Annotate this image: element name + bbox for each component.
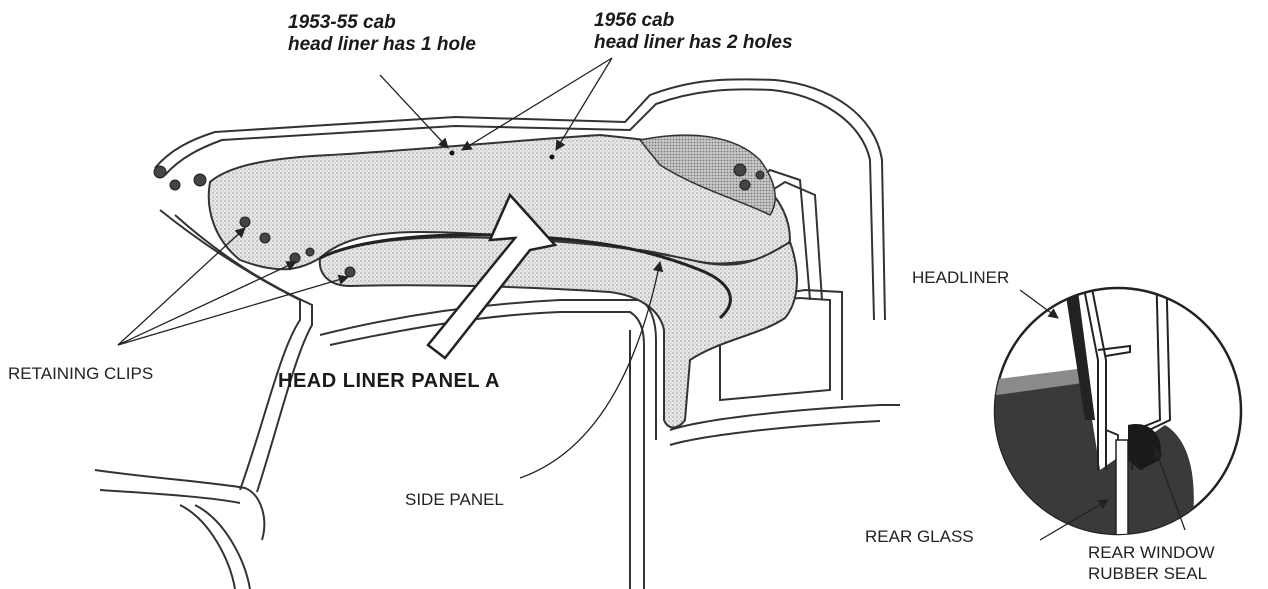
label-side-panel: SIDE PANEL bbox=[405, 490, 504, 509]
note-1953-line1: 1953-55 cab bbox=[288, 12, 396, 33]
label-rear-seal-line1: REAR WINDOW bbox=[1088, 543, 1215, 562]
label-rear-window-seal: REAR WINDOW RUBBER SEAL bbox=[1088, 542, 1215, 584]
rear-window-detail bbox=[993, 286, 1243, 541]
note-1956-line2: head liner has 2 holes bbox=[594, 32, 793, 53]
panel-seam bbox=[319, 233, 732, 320]
rear-panel-shade bbox=[638, 134, 776, 216]
label-retaining-clips: RETAINING CLIPS bbox=[8, 364, 154, 383]
note-1956-line1: 1956 cab bbox=[594, 10, 675, 31]
label-head-liner-panel-a: HEAD LINER PANEL A bbox=[278, 370, 500, 392]
label-rear-seal-line2: RUBBER SEAL bbox=[1088, 564, 1208, 583]
headliner-holes bbox=[449, 150, 555, 160]
panel-indicator-arrow bbox=[426, 192, 558, 360]
note-1953-line2: head liner has 1 hole bbox=[288, 34, 476, 55]
leader-lines bbox=[117, 57, 664, 479]
label-headliner: HEADLINER bbox=[912, 268, 1010, 287]
retaining-clips bbox=[153, 163, 765, 278]
label-rear-glass: REAR GLASS bbox=[865, 527, 974, 546]
note-1953-55-cab: 1953-55 cab head liner has 1 hole bbox=[288, 12, 476, 56]
note-1956-cab: 1956 cab head liner has 2 holes bbox=[594, 10, 793, 54]
